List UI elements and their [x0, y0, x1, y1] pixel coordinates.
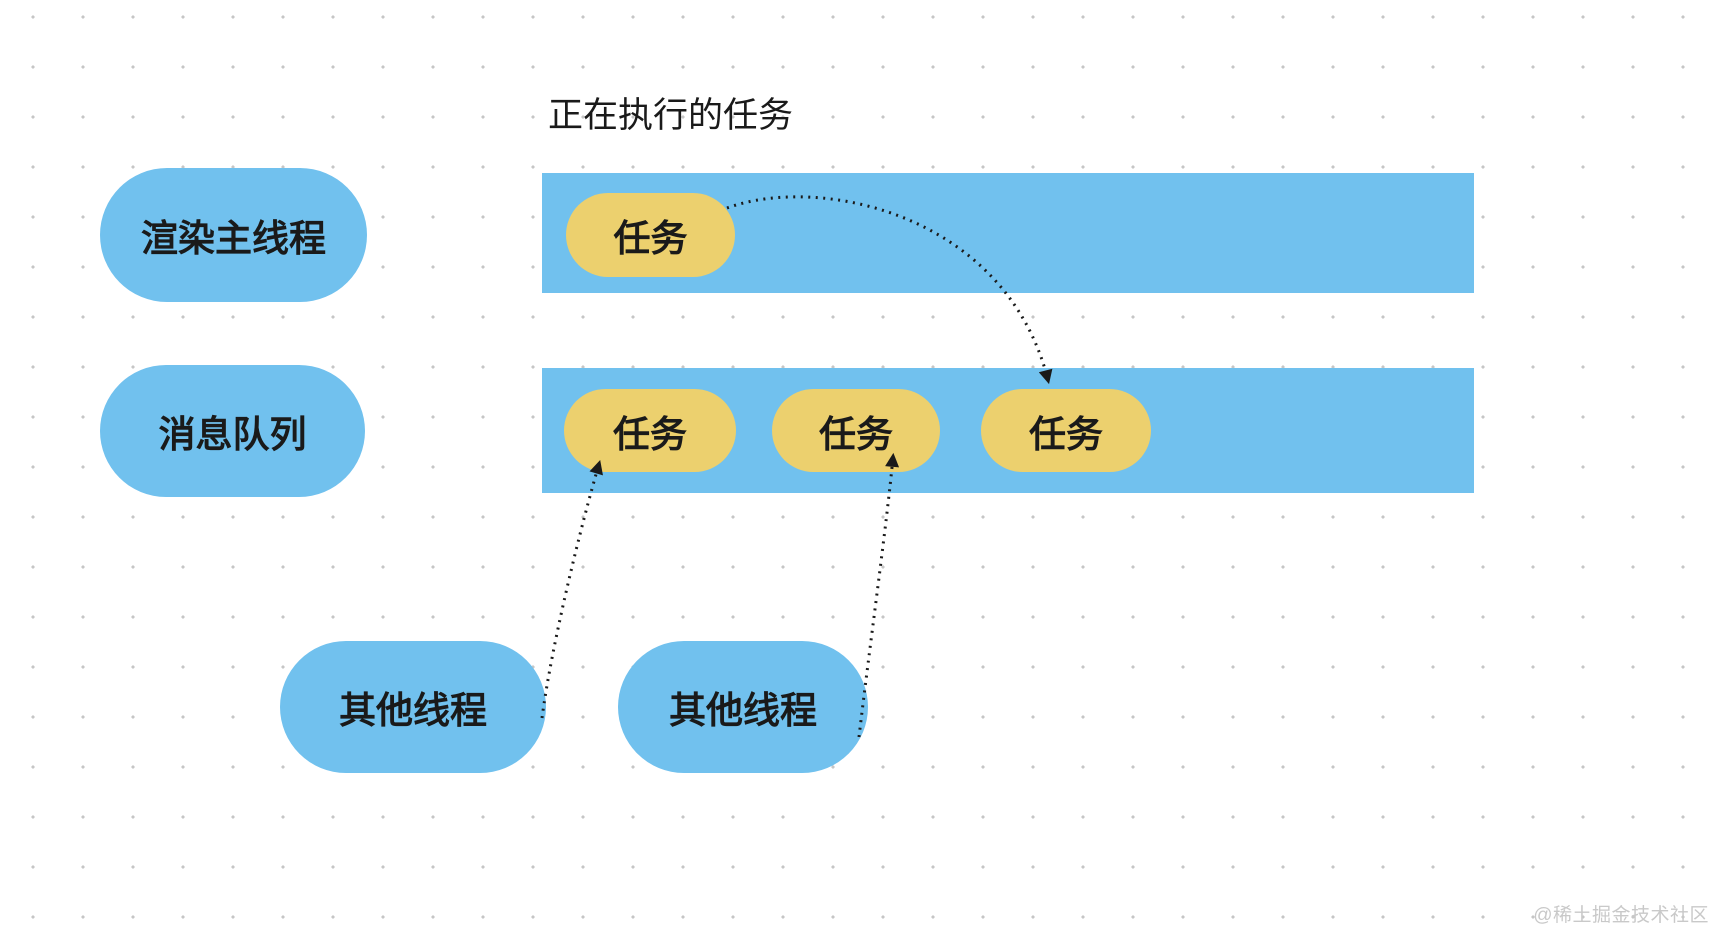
node-label: 渲染主线程 [141, 218, 326, 259]
node-queue-task-2: 任务 [772, 389, 940, 472]
watermark: @稀土掘金技术社区 [1533, 905, 1709, 926]
node-label: 任务 [1029, 413, 1103, 455]
node-executing-task: 任务 [566, 193, 735, 277]
node-label: 其他线程 [669, 690, 817, 731]
arrow-other-thread-1-to-queue-icon [540, 459, 603, 719]
node-render-main-thread: 渲染主线程 [100, 168, 367, 302]
node-label: 其他线程 [339, 690, 487, 731]
node-label: 消息队列 [158, 414, 307, 455]
diagram-title: 正在执行的任务 [548, 96, 794, 135]
node-message-queue: 消息队列 [100, 365, 365, 497]
node-queue-task-3: 任务 [981, 389, 1151, 472]
node-queue-task-1: 任务 [564, 389, 736, 472]
node-label: 任务 [613, 413, 687, 455]
node-other-thread-1: 其他线程 [280, 641, 546, 773]
node-other-thread-2: 其他线程 [618, 641, 868, 773]
node-label: 任务 [819, 413, 893, 455]
node-label: 任务 [613, 218, 688, 259]
